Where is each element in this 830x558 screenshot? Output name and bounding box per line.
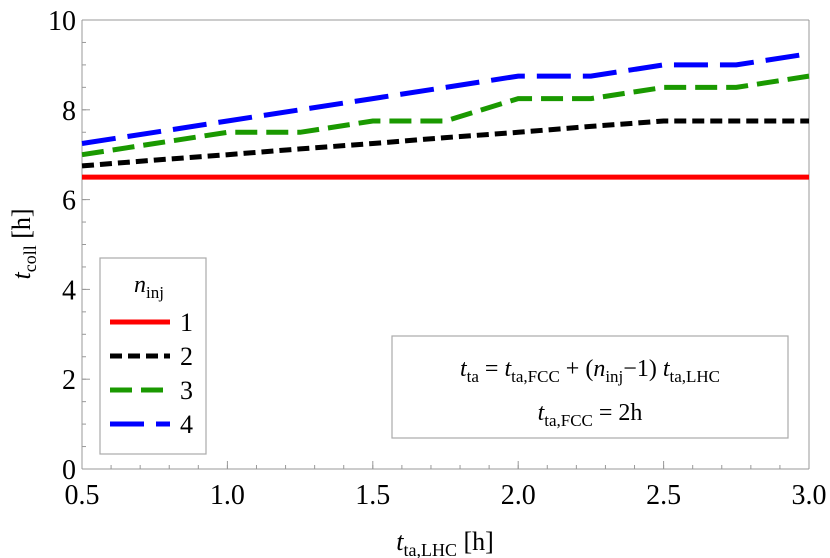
plot-frame xyxy=(81,19,810,470)
legend-label-2: 2 xyxy=(180,342,193,371)
y-tick-label: 2 xyxy=(62,365,76,396)
x-tick-label: 0.5 xyxy=(65,480,100,511)
legend: ninj 1 2 3 4 xyxy=(99,257,207,455)
legend-label-3: 3 xyxy=(180,376,193,405)
y-axis-label: tcoll [h] xyxy=(7,208,40,279)
formula-box xyxy=(391,335,789,439)
y-tick-labels: 0 2 4 6 8 10 xyxy=(48,6,76,486)
formula-annotation: tta = tta,FCC + (ninj−1) tta,LHC tta,FCC… xyxy=(391,335,789,439)
x-axis-label: tta,LHC [h] xyxy=(396,527,494,558)
x-tick-label: 3.0 xyxy=(792,480,827,511)
y-tick-label: 0 xyxy=(62,455,76,486)
y-tick-label: 6 xyxy=(62,186,76,217)
formula-line-2: tta,FCC = 2h xyxy=(538,400,643,430)
x-tick-label: 1.0 xyxy=(210,480,245,511)
legend-label-1: 1 xyxy=(180,308,193,337)
x-tick-label: 2.0 xyxy=(501,480,536,511)
y-tick-label: 4 xyxy=(62,275,76,306)
series-line-3 xyxy=(81,73,810,158)
series-line-4 xyxy=(81,51,810,146)
legend-entries: 1 2 3 4 xyxy=(110,308,193,439)
series-lines xyxy=(81,51,810,180)
x-tick-label: 2.5 xyxy=(646,480,681,511)
legend-title: ninj xyxy=(134,272,164,302)
formula-line-1: tta = tta,FCC + (ninj−1) tta,LHC xyxy=(460,356,720,386)
y-tick-label: 8 xyxy=(62,96,76,127)
x-tick-label: 1.5 xyxy=(355,480,390,511)
legend-label-4: 4 xyxy=(180,410,193,439)
y-tick-label: 10 xyxy=(48,6,76,37)
x-tick-labels: 0.5 1.0 1.5 2.0 2.5 3.0 xyxy=(65,480,827,511)
ticks xyxy=(81,19,810,470)
series-line-2 xyxy=(81,118,809,169)
